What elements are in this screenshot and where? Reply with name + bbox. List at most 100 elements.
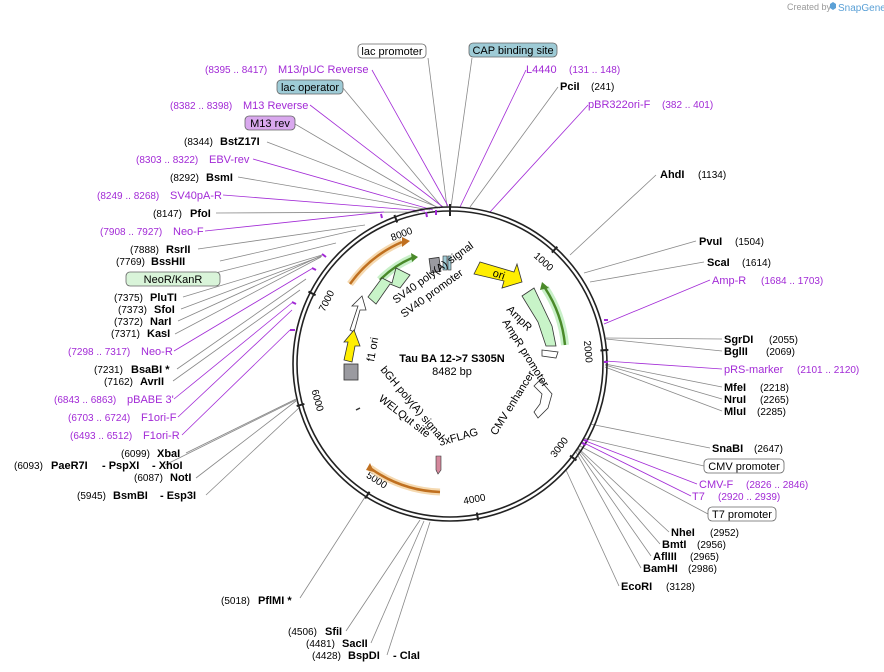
boxed-cmv-promoter[interactable]: CMV promoter: [703, 458, 785, 474]
primer-sv40par-name[interactable]: SV40pA-R: [170, 190, 222, 202]
enz-pos: (2069): [766, 347, 795, 358]
enz-kasi[interactable]: KasI: [147, 328, 170, 340]
boxed-neor-kanr[interactable]: NeoR/KanR: [125, 271, 221, 287]
enz-bsmbi[interactable]: BsmBI: [113, 490, 148, 502]
primer-neor-name[interactable]: Neo-R: [141, 346, 173, 358]
enz-noti[interactable]: NotI: [170, 472, 191, 484]
primer-m13puc-name[interactable]: M13/pUC Reverse: [278, 64, 368, 76]
enz-bstz17i[interactable]: BstZ17I: [220, 136, 260, 148]
enz-pos: (7372): [114, 317, 143, 328]
enz-pcii[interactable]: PciI: [560, 81, 580, 93]
primer-ebvrev-name[interactable]: EBV-rev: [209, 154, 250, 166]
enz-bsabi[interactable]: BsaBI *: [131, 364, 170, 376]
bp-tick-mark: [475, 512, 480, 521]
primer-l4440-range: (131 .. 148): [569, 65, 620, 76]
enz-bmti[interactable]: BmtI: [662, 539, 686, 551]
primer-neof-name[interactable]: Neo-F: [173, 226, 204, 238]
enz-bamhi[interactable]: BamHI: [643, 563, 678, 575]
ampr-promoter-arrow: [541, 349, 559, 359]
enz-pos: (4506): [288, 627, 317, 638]
primer-pbr322-name[interactable]: pBR322ori-F: [588, 99, 651, 111]
enz-sfoi[interactable]: SfoI: [154, 304, 175, 316]
svg-text:T7 promoter: T7 promoter: [712, 509, 772, 521]
svg-text:M13 rev: M13 rev: [250, 118, 290, 130]
enzyme-labels-left: (8344) BstZ17I (8292) BsmI (8147) PfoI (…: [14, 136, 420, 662]
boxed-lac-operator[interactable]: lac operator: [276, 79, 344, 95]
enz-scai[interactable]: ScaI: [707, 257, 730, 269]
primer-cmvf-name[interactable]: CMV-F: [699, 479, 734, 491]
enz-nrui[interactable]: NruI: [724, 394, 746, 406]
svg-text:CMV promoter: CMV promoter: [708, 461, 780, 473]
enz-sgrdi[interactable]: SgrDI: [724, 334, 753, 346]
enz-ahdi[interactable]: AhdI: [660, 169, 684, 181]
label-cmv-enhancer: CMV enhancer: [488, 369, 537, 438]
enz-nari[interactable]: NarI: [150, 316, 171, 328]
ori-arrow: [473, 261, 523, 289]
sv40-promoter-arrow: [367, 267, 411, 305]
bp-tick-mark: [393, 214, 399, 223]
primer-ticks: [290, 210, 608, 446]
enz-pos: (1504): [735, 237, 764, 248]
primer-neof-range: (7908 .. 7927): [100, 227, 162, 238]
primer-pbabe-name[interactable]: pBABE 3': [127, 394, 174, 406]
enz-pos: (4428): [312, 651, 341, 662]
enz-esp3i[interactable]: - Esp3I: [160, 490, 196, 502]
enz-pos: (2265): [760, 395, 789, 406]
enz-pflmi[interactable]: PflMI *: [258, 595, 292, 607]
primer-ampr-range: (1684 .. 1703): [761, 276, 823, 287]
enz-ecori[interactable]: EcoRI: [621, 581, 652, 593]
plasmid-length: 8482 bp: [432, 366, 472, 378]
enz-paer7i[interactable]: PaeR7I: [51, 460, 88, 472]
enz-bglii[interactable]: BglII: [724, 346, 748, 358]
primer-m13rev-name[interactable]: M13 Reverse: [243, 100, 308, 112]
enz-bspdi[interactable]: BspDI: [348, 650, 380, 662]
enz-bsmi[interactable]: BsmI: [206, 172, 233, 184]
primer-t7-name[interactable]: T7: [692, 491, 705, 503]
primer-f1orif-name[interactable]: F1ori-F: [141, 412, 177, 424]
primer-l4440-name[interactable]: L4440: [526, 64, 557, 76]
primer-prsmarker-name[interactable]: pRS-marker: [724, 364, 784, 376]
boxed-feature-labels: lac promoter CAP binding site lac operat…: [125, 42, 785, 522]
enz-afliii[interactable]: AflIII: [653, 551, 677, 563]
boxed-lac-promoter[interactable]: lac promoter: [357, 43, 427, 59]
bp-tick-label: 1000: [531, 251, 555, 274]
enz-nhei[interactable]: NheI: [671, 527, 695, 539]
primer-cmvf-range: (2826 .. 2846): [746, 480, 808, 491]
enz-mfei[interactable]: MfeI: [724, 382, 746, 394]
lac-operator-block: [447, 255, 452, 271]
enz-mlui[interactable]: MluI: [724, 406, 746, 418]
primer-ebvrev-range: (8303 .. 8322): [136, 155, 198, 166]
enz-pos: (8344): [184, 137, 213, 148]
enz-pspxi[interactable]: - PspXI: [102, 460, 139, 472]
primer-f1orir-name[interactable]: F1ori-R: [143, 430, 180, 442]
enz-pos: (4481): [306, 639, 335, 650]
primer-ampr-name[interactable]: Amp-R: [712, 275, 746, 287]
enz-avrii[interactable]: AvrII: [140, 376, 164, 388]
bp-tick-label: 3000: [549, 435, 572, 460]
enz-pos: (2647): [754, 444, 783, 455]
cap-site-block: [442, 255, 448, 271]
enz-pfoi[interactable]: PfoI: [190, 208, 211, 220]
flag-tag-block: [435, 455, 442, 475]
enz-pos: (7231): [94, 365, 123, 376]
enz-pvui[interactable]: PvuI: [699, 236, 722, 248]
label-3xflag: 3xFLAG: [438, 426, 480, 449]
enz-sfii[interactable]: SfiI: [325, 626, 342, 638]
enz-pos: (8147): [153, 209, 182, 220]
enz-rsrii[interactable]: RsrII: [166, 244, 190, 256]
enz-clai[interactable]: - ClaI: [393, 650, 420, 662]
boxed-cap-binding-site[interactable]: CAP binding site: [468, 42, 558, 58]
bgh-block: [343, 363, 359, 381]
enz-xhoi[interactable]: - XhoI: [152, 460, 183, 472]
boxed-t7-promoter[interactable]: T7 promoter: [707, 506, 777, 522]
enz-pluti[interactable]: PluTI: [150, 292, 177, 304]
enz-bsshii[interactable]: BssHII: [151, 256, 185, 268]
boxed-m13-rev[interactable]: M13 rev: [244, 115, 296, 131]
enz-xbai[interactable]: XbaI: [157, 448, 180, 460]
enz-snabi[interactable]: SnaBI: [712, 443, 743, 455]
primer-m13rev-range: (8382 .. 8398): [170, 101, 232, 112]
enz-sacii[interactable]: SacII: [342, 638, 368, 650]
bp-tick-label: 4000: [463, 492, 487, 507]
bp-tick-mark: [308, 290, 317, 297]
enz-pos: (2956): [697, 540, 726, 551]
